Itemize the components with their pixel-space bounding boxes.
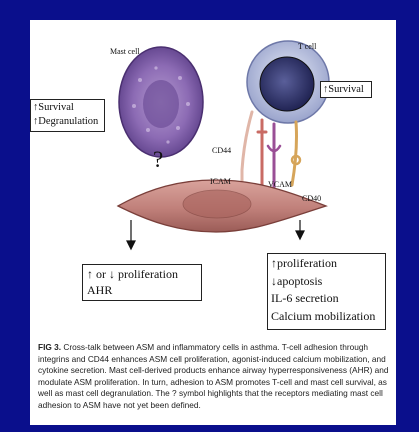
asm-cell — [118, 180, 326, 232]
asm-left-effects-box: ↑ or ↓ proliferation AHR — [82, 264, 202, 301]
question-mark: ? — [153, 147, 163, 173]
cd44-label: CD44 — [212, 146, 231, 155]
asm-right-effects-box: ↑proliferation ↓apoptosis IL-6 secretion… — [267, 253, 386, 330]
icam-label: ICAM — [210, 177, 231, 186]
t-effect-survival: ↑Survival — [323, 82, 371, 97]
cd40-label: CD40 — [302, 194, 321, 203]
t-cell-label: T cell — [298, 42, 316, 51]
caption-fig-label: FIG 3. — [38, 342, 61, 352]
t-effects-box: ↑Survival — [320, 81, 372, 98]
asm-right-apoptosis: ↓apoptosis — [271, 273, 385, 291]
figure-caption: FIG 3. Cross-talk between ASM and inflam… — [38, 342, 390, 412]
asm-right-calcium: Calcium mobilization — [271, 308, 385, 326]
asm-right-il6: IL-6 secretion — [271, 290, 385, 308]
asm-left-ahr: AHR — [87, 282, 201, 298]
mast-cell-label: Mast cell — [110, 47, 140, 56]
asm-left-proliferation: ↑ or ↓ proliferation — [87, 266, 201, 282]
mast-effects-box: ↑Survival ↑Degranulation — [30, 99, 105, 132]
asm-right-proliferation: ↑proliferation — [271, 255, 385, 273]
mast-effect-survival: ↑Survival — [33, 101, 104, 115]
vcam-label: VCAM — [268, 180, 292, 189]
mast-effect-degranulation: ↑Degranulation — [33, 115, 104, 129]
t-cell — [247, 41, 329, 123]
mast-cell — [119, 47, 203, 157]
caption-text: Cross-talk between ASM and inflammatory … — [38, 342, 388, 410]
figure-card: Mast cell T cell ? CD44 ICAM VCAM CD40 ↑… — [30, 20, 396, 425]
